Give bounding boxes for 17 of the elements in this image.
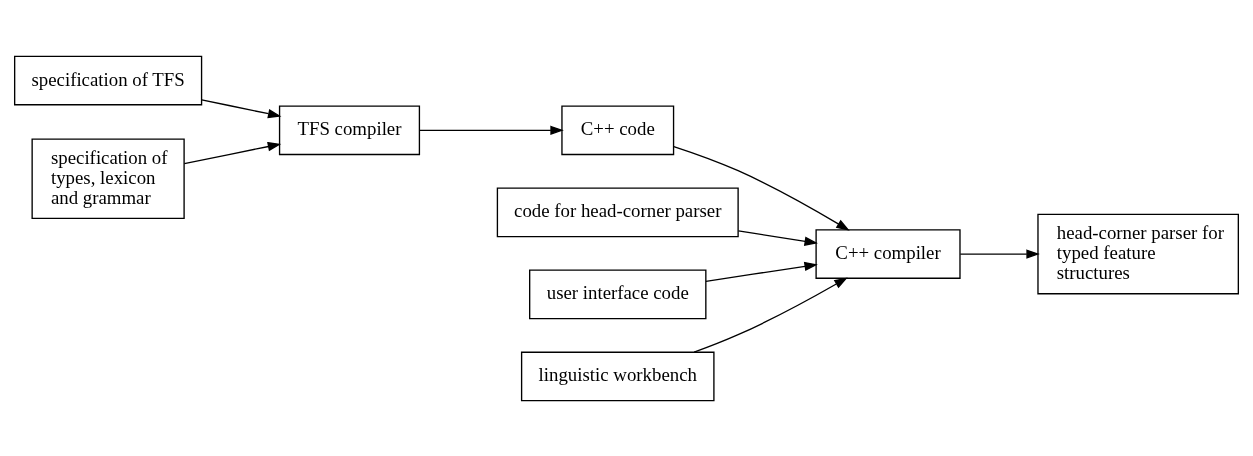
node-box: head-corner parser for typed feature structures xyxy=(1037,213,1239,294)
arrow xyxy=(737,229,818,246)
node-box: C++ code xyxy=(561,104,675,155)
arrow xyxy=(673,145,850,231)
arrow xyxy=(959,248,1040,259)
arrow xyxy=(705,261,818,282)
node-box: user interface code xyxy=(529,269,707,319)
node-box: code for head-corner parser xyxy=(496,187,739,237)
node-box: specification of TFS xyxy=(14,55,203,105)
node-box: TFS compiler xyxy=(278,104,421,155)
arrow xyxy=(418,125,564,135)
node-box: specification of types, lexicon and grammar xyxy=(31,137,185,219)
arrow xyxy=(693,276,848,353)
node-box: linguistic workbench xyxy=(520,351,715,401)
arrow xyxy=(201,98,282,118)
node-box: C++ compiler xyxy=(815,228,961,279)
arrow xyxy=(183,141,282,164)
